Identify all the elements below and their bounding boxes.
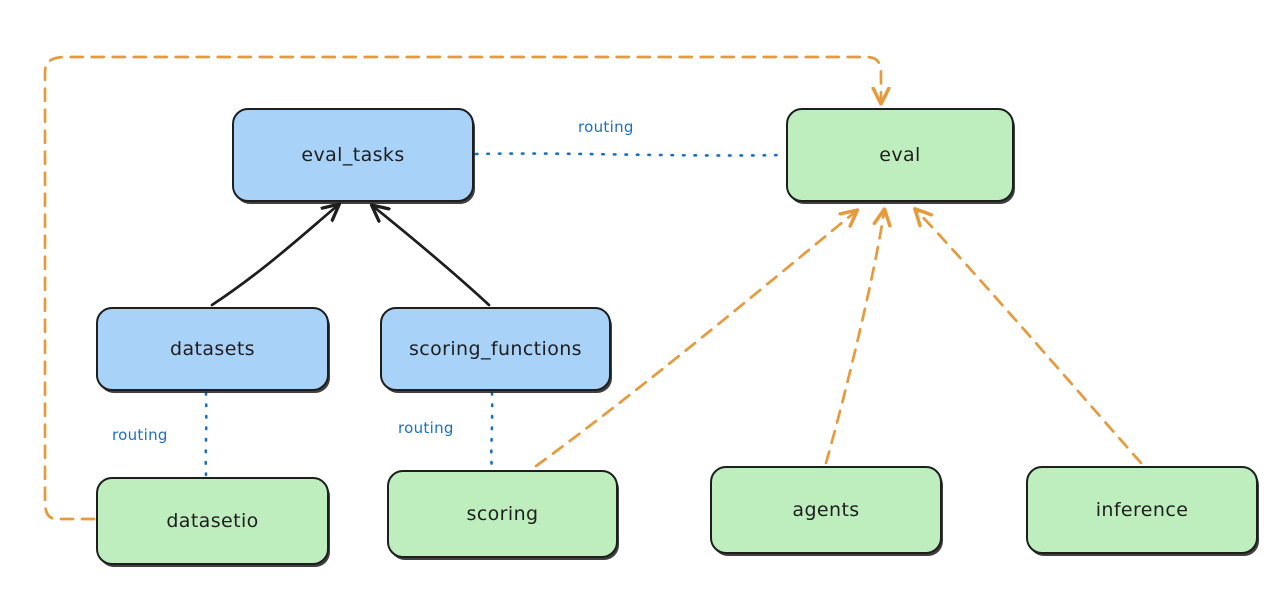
node-label-datasets: datasets — [170, 338, 255, 360]
node-label-agents: agents — [792, 499, 860, 521]
node-label-eval: eval — [879, 144, 921, 166]
edge-inference-eval — [917, 211, 1143, 465]
node-label-inference: inference — [1095, 499, 1189, 521]
node-eval-tasks[interactable]: eval_tasks — [232, 108, 474, 202]
edge-datasets-datasetio — [204, 391, 208, 477]
edge-label-routing-scoring-functions-to-scoring: routing — [398, 419, 454, 437]
node-label-scoring-functions: scoring_functions — [409, 338, 582, 360]
edge-label-routing-datasets-to-datasetio: routing — [112, 426, 168, 444]
node-inference[interactable]: inference — [1026, 466, 1258, 554]
node-scoring[interactable]: scoring — [387, 470, 618, 558]
edge-scoringfn-scoring — [490, 391, 494, 471]
node-datasets[interactable]: datasets — [96, 307, 329, 391]
edge-scoringfn-eval_tasks — [374, 207, 491, 307]
node-datasetio[interactable]: datasetio — [96, 477, 329, 565]
edge-datasets-eval_tasks — [210, 206, 337, 307]
node-eval[interactable]: eval — [786, 108, 1014, 202]
node-label-datasetio: datasetio — [166, 510, 259, 532]
edge-label-routing-eval-tasks-to-eval: routing — [578, 118, 634, 136]
edge-eval_tasks-eval — [474, 152, 786, 157]
node-agents[interactable]: agents — [710, 466, 942, 554]
edge-agents-eval — [824, 212, 884, 465]
node-label-scoring: scoring — [466, 503, 539, 525]
node-label-eval-tasks: eval_tasks — [301, 144, 405, 166]
node-scoring-functions[interactable]: scoring_functions — [380, 307, 611, 391]
